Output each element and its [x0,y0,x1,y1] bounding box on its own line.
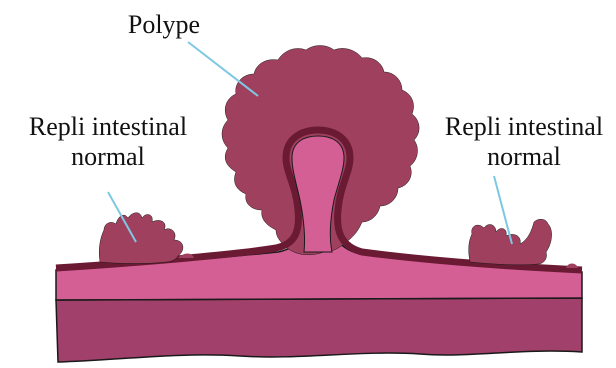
left-fold-label: Repli intestinal normal [6,112,210,172]
surface-detail-right [566,264,578,269]
muscle-layer [56,298,582,362]
right-fold-label: Repli intestinal normal [432,112,616,172]
polyp-label-text: Polype [108,10,220,40]
polyp-label: Polype [108,10,220,40]
left-fold-label-line1: Repli intestinal [6,112,210,142]
polyp-leader-line [188,42,258,96]
right-fold-label-line2: normal [432,142,616,172]
right-intestinal-fold [469,219,552,265]
left-intestinal-fold [99,213,183,264]
left-fold-label-line2: normal [6,142,210,172]
right-fold-label-line1: Repli intestinal [432,112,616,142]
